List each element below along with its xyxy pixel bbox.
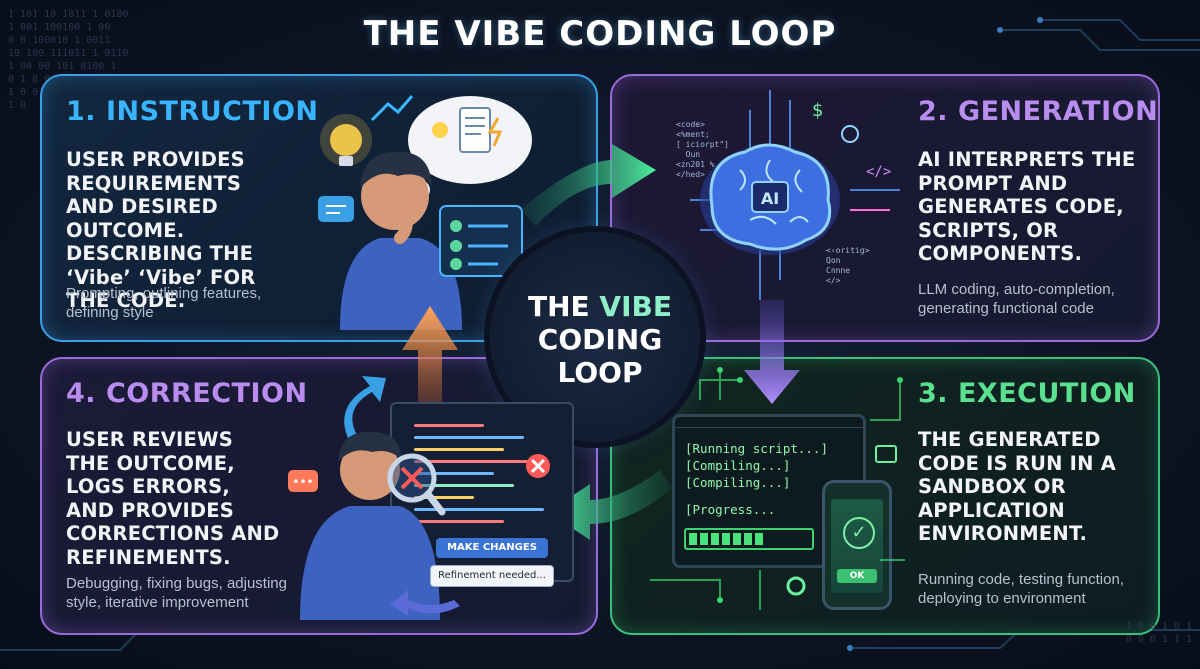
arrow-correction-to-instruction [402,306,458,420]
instruction-title: 1. INSTRUCTION [66,96,319,127]
gear-icon [786,576,806,596]
execution-title: 3. EXECUTION [918,378,1136,409]
center-loop-text: THE VIBE CODING LOOP [528,290,672,389]
chat-bubble-icon: ••• [288,470,318,492]
chat-bubble-icon [318,196,354,222]
trend-icon [370,95,414,122]
generation-details: LLM coding, auto-completion, generating … [918,281,1115,317]
arrow-instruction-to-generation [520,144,656,226]
refresh-arrow-icon [344,376,386,446]
correction-details: Debugging, fixing bugs, adjusting style,… [66,575,287,611]
dollar-icon: $ [812,100,823,121]
user-person-icon [340,151,462,330]
terminal-line: [Running script...] [685,441,828,456]
ai-chip-label: AI [761,189,779,208]
phone-ok-button[interactable]: OK [837,569,877,583]
console-icon [875,445,897,463]
arrow-execution-to-correction [548,470,672,540]
code-tag-icon: </> [866,164,891,180]
binary-background-decoration-2: 1 0 0 1 0 1 0 0 0 1 1 1 [1125,621,1192,645]
lightbulb-icon [320,114,372,166]
correction-description: USER REVIEWS THE OUTCOME, LOGS ERRORS, A… [66,428,280,569]
terminal-line: [Compiling...] [685,458,791,473]
globe-icon [841,125,859,143]
generation-title: 2. GENERATION [918,96,1159,127]
thought-cloud-icon [398,96,532,216]
execution-details: Running code, testing function, deployin… [918,571,1124,607]
terminal-line: [Progress... [685,502,776,517]
correction-title: 4. CORRECTION [66,378,308,409]
generation-description: AI INTERPRETS THE PROMPT AND GENERATES C… [918,148,1136,265]
phone-device: ✓ OK [822,480,892,610]
magnifier-icon [387,453,446,516]
refinement-needed-field: Refinement needed... [430,565,554,587]
execution-description: THE GENERATED CODE IS RUN IN A SANDBOX O… [918,428,1116,545]
terminal-line: [Compiling...] [685,475,791,490]
checkmark-icon: ✓ [843,517,875,549]
progress-bar-fill [689,533,763,545]
ui-card-icon [439,205,523,277]
arrow-generation-to-execution [744,300,800,404]
instruction-description: USER PROVIDES REQUIREMENTS AND DESIRED O… [66,148,256,312]
svg-text:•••: ••• [292,475,313,489]
ai-brain-icon: AI [709,143,832,251]
user-person-icon [300,431,440,620]
progress-bar [684,528,814,550]
generated-code-snippet: <code> <%ment; [ iciorpt"] Oun <zn201 % … [676,120,729,179]
return-arrow-icon [390,590,460,616]
generated-code-snippet-2: <‹oritig> Qon Cnnne </> [826,246,870,285]
make-changes-button[interactable]: MAKE CHANGES [436,538,548,558]
page-title: THE VIBE CODING LOOP [363,14,837,54]
instruction-details: Prompting, outlining features, defining … [66,285,262,321]
